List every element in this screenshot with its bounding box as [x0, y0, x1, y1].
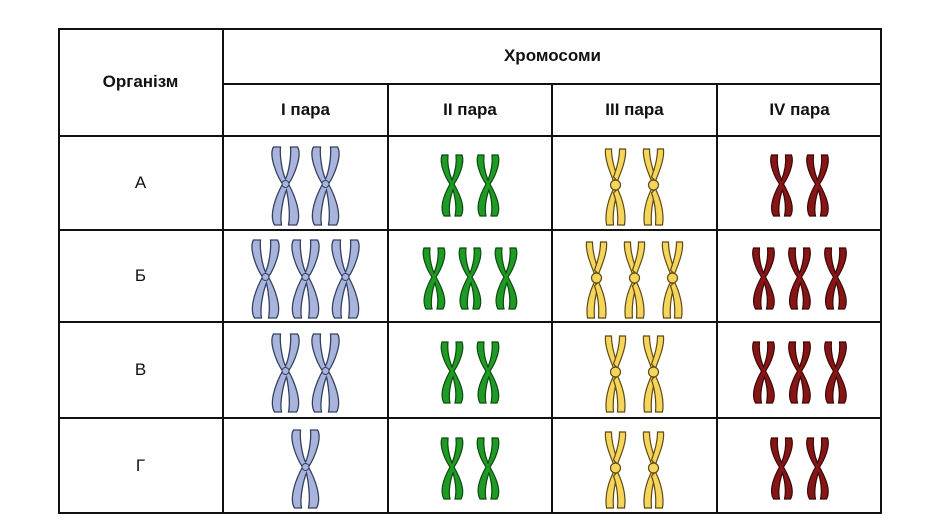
- chromosome-group: [604, 335, 665, 413]
- chromosome-icon: [271, 146, 300, 226]
- cell-b-pair-3: [552, 230, 717, 322]
- cell-g-pair-4: [717, 418, 882, 514]
- pair-header-3: III пара: [605, 100, 664, 119]
- chromosome-icon: [642, 335, 665, 413]
- chromosome-group: [271, 146, 340, 226]
- chromosome-icon: [440, 154, 464, 217]
- chromosome-icon: [458, 247, 482, 310]
- chromosomes-header: Хромосоми: [503, 46, 602, 65]
- chromosome-group: [604, 148, 665, 226]
- chromosome-group: [770, 437, 829, 500]
- cell-v-pair-4: [717, 322, 882, 418]
- chromosome-icon: [604, 431, 627, 509]
- chromosome-icon: [806, 437, 829, 500]
- table-gridlines: [58, 28, 882, 514]
- cell-a-pair-2: [388, 136, 552, 230]
- chromosome-group: [585, 241, 684, 319]
- row-label-b: Б: [134, 266, 147, 285]
- chromosome-icon: [788, 341, 811, 404]
- cell-v-pair-1: [223, 322, 388, 418]
- row-label-v: В: [134, 360, 147, 379]
- cell-b-pair-4: [717, 230, 882, 322]
- row-label-a: А: [134, 173, 147, 192]
- chromosome-icon: [494, 247, 518, 310]
- chromosome-icon: [476, 437, 500, 500]
- cell-a-pair-1: [223, 136, 388, 230]
- chromosome-group: [752, 341, 847, 404]
- chromosome-icon: [311, 146, 340, 226]
- chromosome-icon: [752, 341, 775, 404]
- chromosome-group: [440, 154, 500, 217]
- cell-g-pair-2: [388, 418, 552, 514]
- cell-v-pair-3: [552, 322, 717, 418]
- cell-g-pair-1: [223, 418, 388, 514]
- chromosome-icon: [291, 239, 320, 319]
- chromosome-group: [440, 437, 500, 500]
- chromosome-icon: [476, 154, 500, 217]
- chromosome-icon: [440, 341, 464, 404]
- chromosome-icon: [585, 241, 608, 319]
- chromosome-icon: [752, 247, 775, 310]
- chromosome-group: [251, 239, 360, 319]
- chromosome-icon: [642, 148, 665, 226]
- chromosome-icon: [661, 241, 684, 319]
- chromosome-icon: [251, 239, 280, 319]
- chromosome-icon: [806, 154, 829, 217]
- cell-g-pair-3: [552, 418, 717, 514]
- chromosome-group: [604, 431, 665, 509]
- pair-header-4: IV пара: [769, 100, 830, 119]
- cell-b-pair-2: [388, 230, 552, 322]
- chromosome-icon: [642, 431, 665, 509]
- chromosome-icon: [788, 247, 811, 310]
- table-border: [58, 28, 882, 514]
- chromosome-icon: [604, 148, 627, 226]
- organism-header: Організм: [102, 72, 179, 91]
- chromosome-group: [422, 247, 518, 310]
- cell-a-pair-3: [552, 136, 717, 230]
- chromosome-table: Організм Хромосоми I пара II пара III па…: [58, 28, 882, 514]
- chromosome-icon: [623, 241, 646, 319]
- chromosome-group: [752, 247, 847, 310]
- chromosome-icon: [331, 239, 360, 319]
- chromosome-icon: [422, 247, 446, 310]
- chromosome-icon: [271, 333, 300, 413]
- pair-header-1: I пара: [280, 100, 330, 119]
- chromosome-group: [770, 154, 829, 217]
- chromosome-icon: [770, 154, 793, 217]
- chromosome-group: [440, 341, 500, 404]
- chromosome-icon: [604, 335, 627, 413]
- chromosome-group: [291, 429, 320, 509]
- chromosome-icon: [824, 341, 847, 404]
- row-label-g: Г: [135, 456, 146, 475]
- chromosome-icon: [311, 333, 340, 413]
- chromosome-icon: [824, 247, 847, 310]
- chromosome-group: [271, 333, 340, 413]
- chromosome-icon: [476, 341, 500, 404]
- chromosome-icon: [440, 437, 464, 500]
- cell-v-pair-2: [388, 322, 552, 418]
- pair-header-2: II пара: [443, 100, 497, 119]
- chromosome-icon: [770, 437, 793, 500]
- chromosome-icon: [291, 429, 320, 509]
- cell-a-pair-4: [717, 136, 882, 230]
- cell-b-pair-1: [223, 230, 388, 322]
